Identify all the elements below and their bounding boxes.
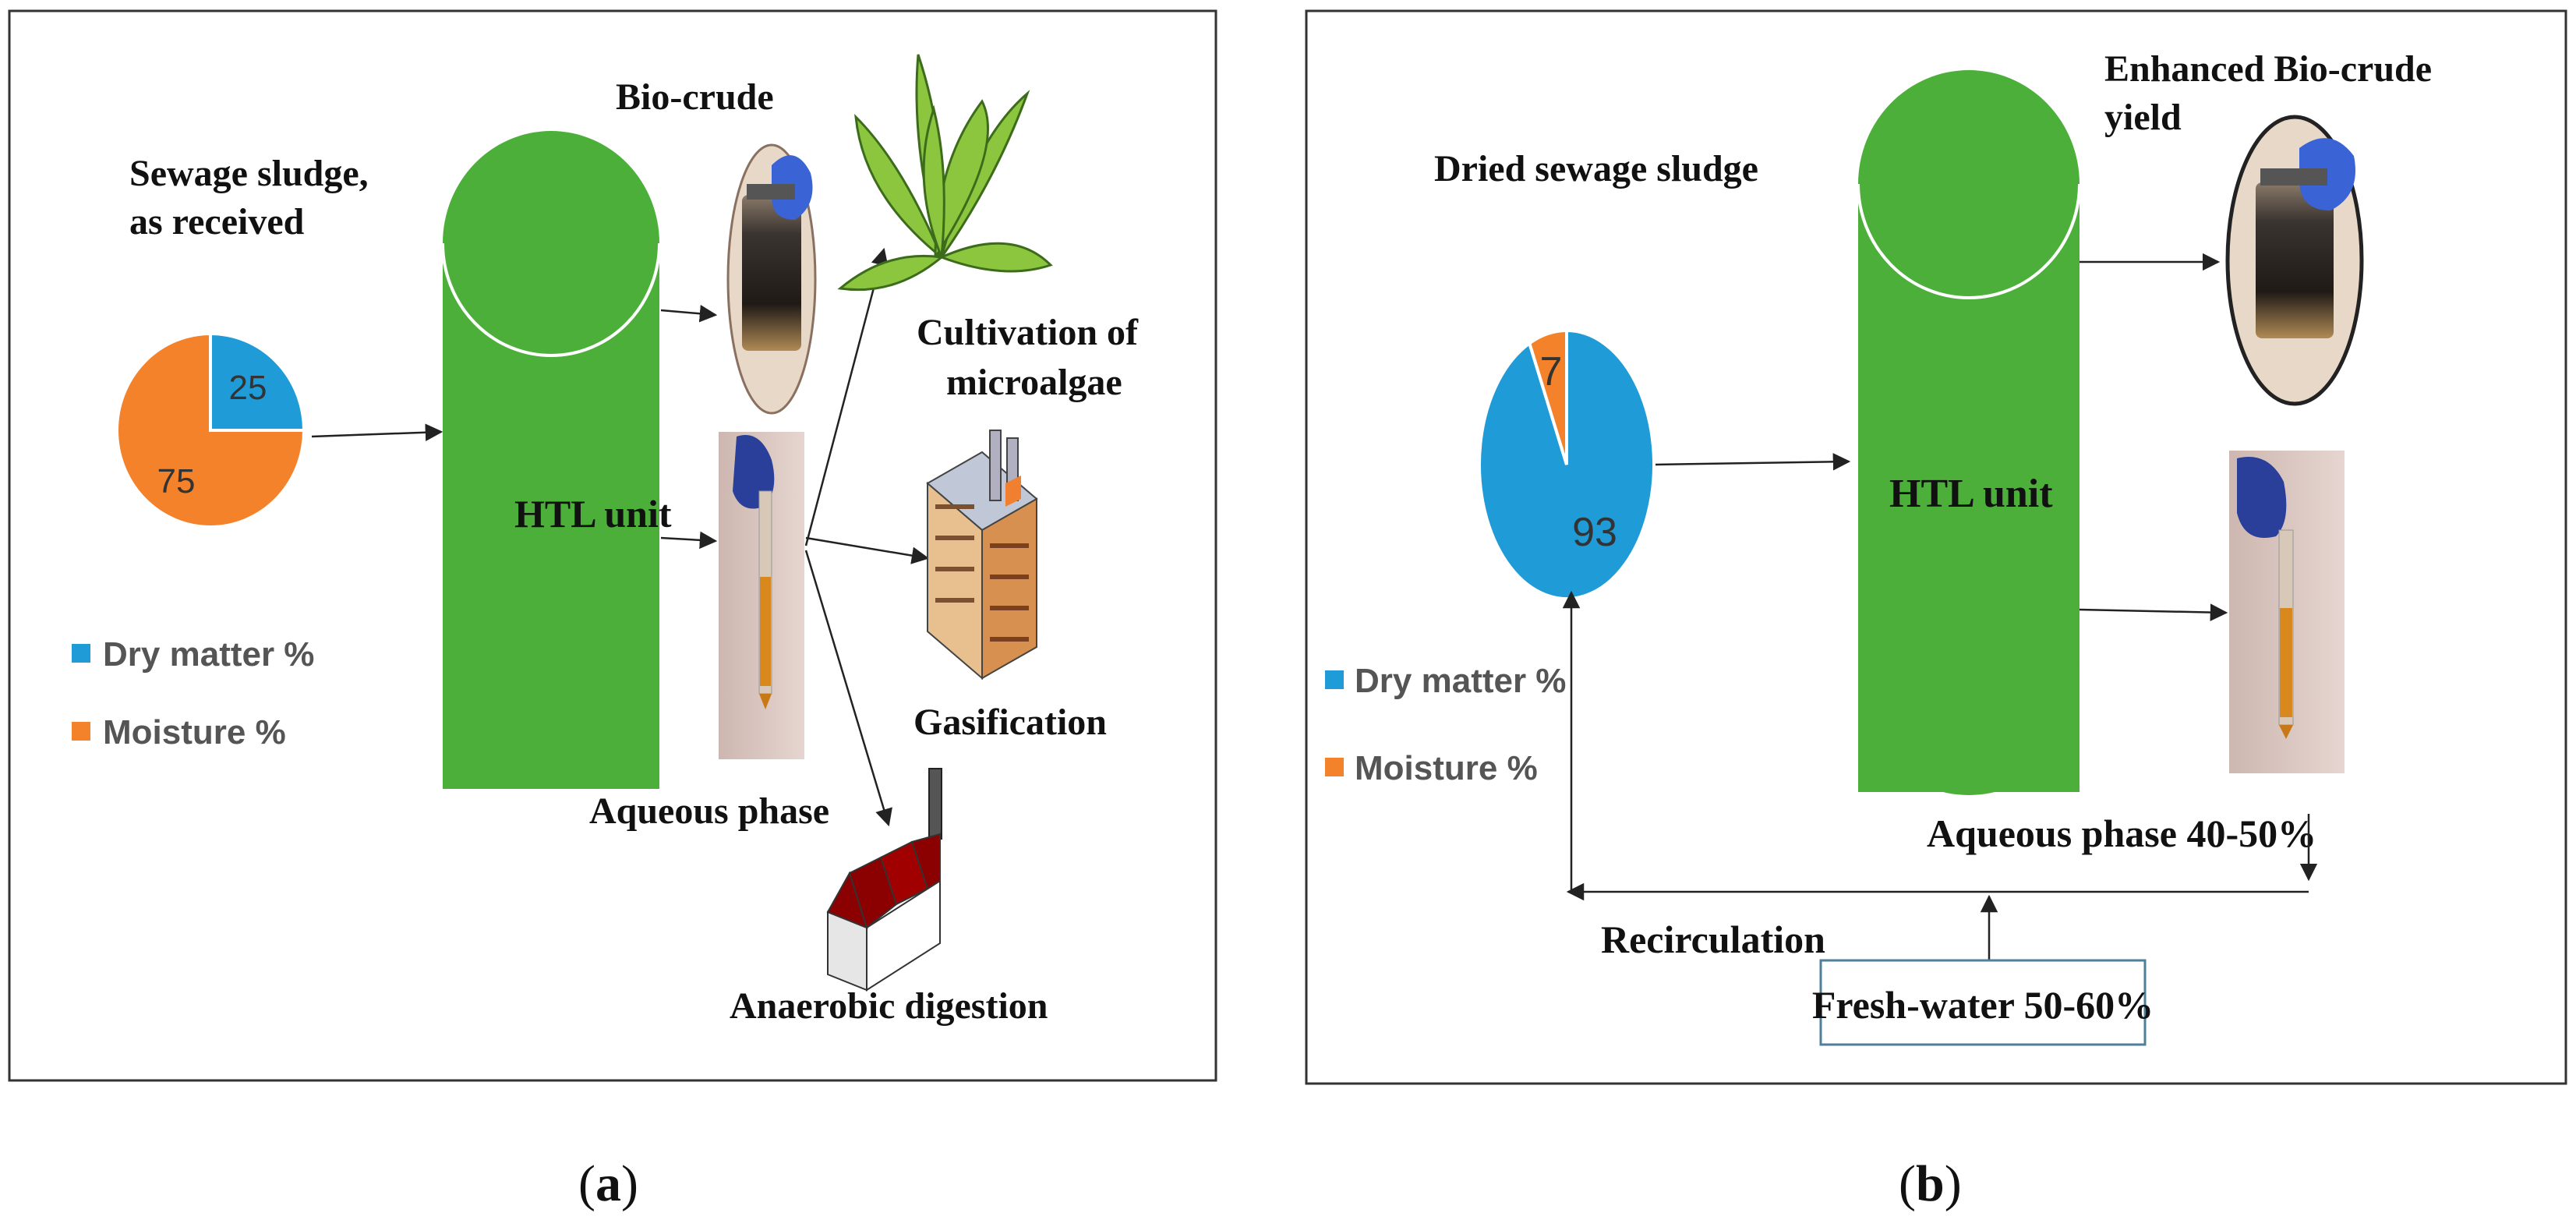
panel-b-pie-slice-label-1: 7 — [1540, 349, 1563, 394]
panel-b-freshwater-box — [1819, 959, 2147, 1046]
panel-b-reactor — [1857, 70, 2081, 795]
panel-a-pie-slice-0 — [209, 331, 306, 432]
panel-a-legend-moisture-label: Moisture % — [103, 713, 286, 751]
panel-a-caption: (a) — [578, 1155, 638, 1212]
panel-a-arrow-to-biocrude — [660, 305, 718, 323]
microalgae-plant-icon — [837, 54, 1053, 292]
panel-a-frame — [8, 9, 1217, 1082]
panel-b-arrow-to-reactor — [1655, 453, 1851, 471]
panel-b-pie-slice-0 — [1478, 328, 1655, 600]
panel-a-arrow-to-reactor — [311, 423, 443, 441]
panel-b-frame — [1305, 9, 2567, 1085]
panel-a-arrow-to-microalgae — [804, 247, 889, 546]
panel-a-anaerobic-label: Anaerobic digestion — [730, 985, 1048, 1027]
panel-b-aqueous-label: Aqueous phase 40-50% — [1927, 812, 2316, 855]
panel-a-legend-dry-label: Dry matter % — [103, 635, 314, 674]
biocrude-jar-photo — [2225, 115, 2364, 406]
panel-a: Sewage sludge, as received 25 75 Dry matt… — [8, 9, 1217, 1212]
aqueous-tube-photo — [719, 432, 804, 759]
panel-b-pie-slice-label-0: 93 — [1572, 510, 1617, 555]
panel-b-input-label: Dried sewage sludge — [1434, 148, 1758, 189]
panel-b-pie: 93 7 — [1478, 328, 1655, 600]
panel-a-reactor-label: HTL unit — [514, 492, 672, 536]
panel-b-legend-swatch-moisture — [1325, 758, 1344, 776]
panel-a-legend-swatch-dry — [72, 644, 90, 663]
panel-b-freshwater-label: Fresh-water 50-60% — [1812, 983, 2154, 1027]
panel-a-arrow-to-gasification — [805, 536, 930, 564]
panel-b-biocrude-label-line1: Enhanced Bio-crude — [2104, 48, 2432, 90]
panel-a-biocrude-label: Bio-crude — [616, 76, 774, 118]
panel-b-arrow-to-aqueous — [2079, 603, 2228, 621]
panel-a-input-label-line2: as received — [129, 201, 305, 242]
biocrude-jar-photo — [726, 143, 817, 415]
panel-b-caption: (b) — [1899, 1155, 1962, 1212]
panel-a-legend-swatch-moisture — [72, 722, 90, 741]
panel-a-arrow-to-aqueous — [660, 531, 718, 550]
panel-b-legend-swatch-dry — [1325, 670, 1344, 689]
panel-b-reactor-label: HTL unit — [1889, 472, 2053, 516]
panel-b-biocrude-label-line2: yield — [2104, 97, 2182, 138]
panel-b-pie-slice-1 — [1527, 328, 1568, 465]
panel-a-gasification-label: Gasification — [913, 702, 1107, 743]
panel-a-pie: 25 75 — [115, 331, 306, 529]
panel-a-pie-slice-label-1: 75 — [157, 462, 196, 500]
panel-a-aqueous-label: Aqueous phase — [589, 790, 829, 832]
panel-a-arrow-to-digestion — [804, 550, 892, 827]
panel-a-pie-slice-label-0: 25 — [229, 369, 267, 407]
panel-a-pie-slice-1 — [115, 331, 306, 529]
panel-b: Dried sewage sludge 93 7 Dry matter % Moi… — [1305, 9, 2567, 1212]
panel-a-input-label-line1: Sewage sludge, — [129, 153, 369, 194]
panel-b-legend-dry-label: Dry matter % — [1355, 662, 1566, 700]
anaerobic-digester-icon — [826, 768, 942, 992]
aqueous-tube-photo — [2229, 451, 2345, 773]
panel-a-microalgae-label-line2: microalgae — [946, 362, 1122, 403]
panel-a-reactor — [441, 131, 661, 789]
panel-b-recirculation-label: Recirculation — [1601, 918, 1825, 961]
gasification-factory-icon — [926, 430, 1038, 681]
panel-b-legend-moisture-label: Moisture % — [1355, 749, 1538, 787]
panel-a-microalgae-label-line1: Cultivation of — [917, 312, 1139, 353]
